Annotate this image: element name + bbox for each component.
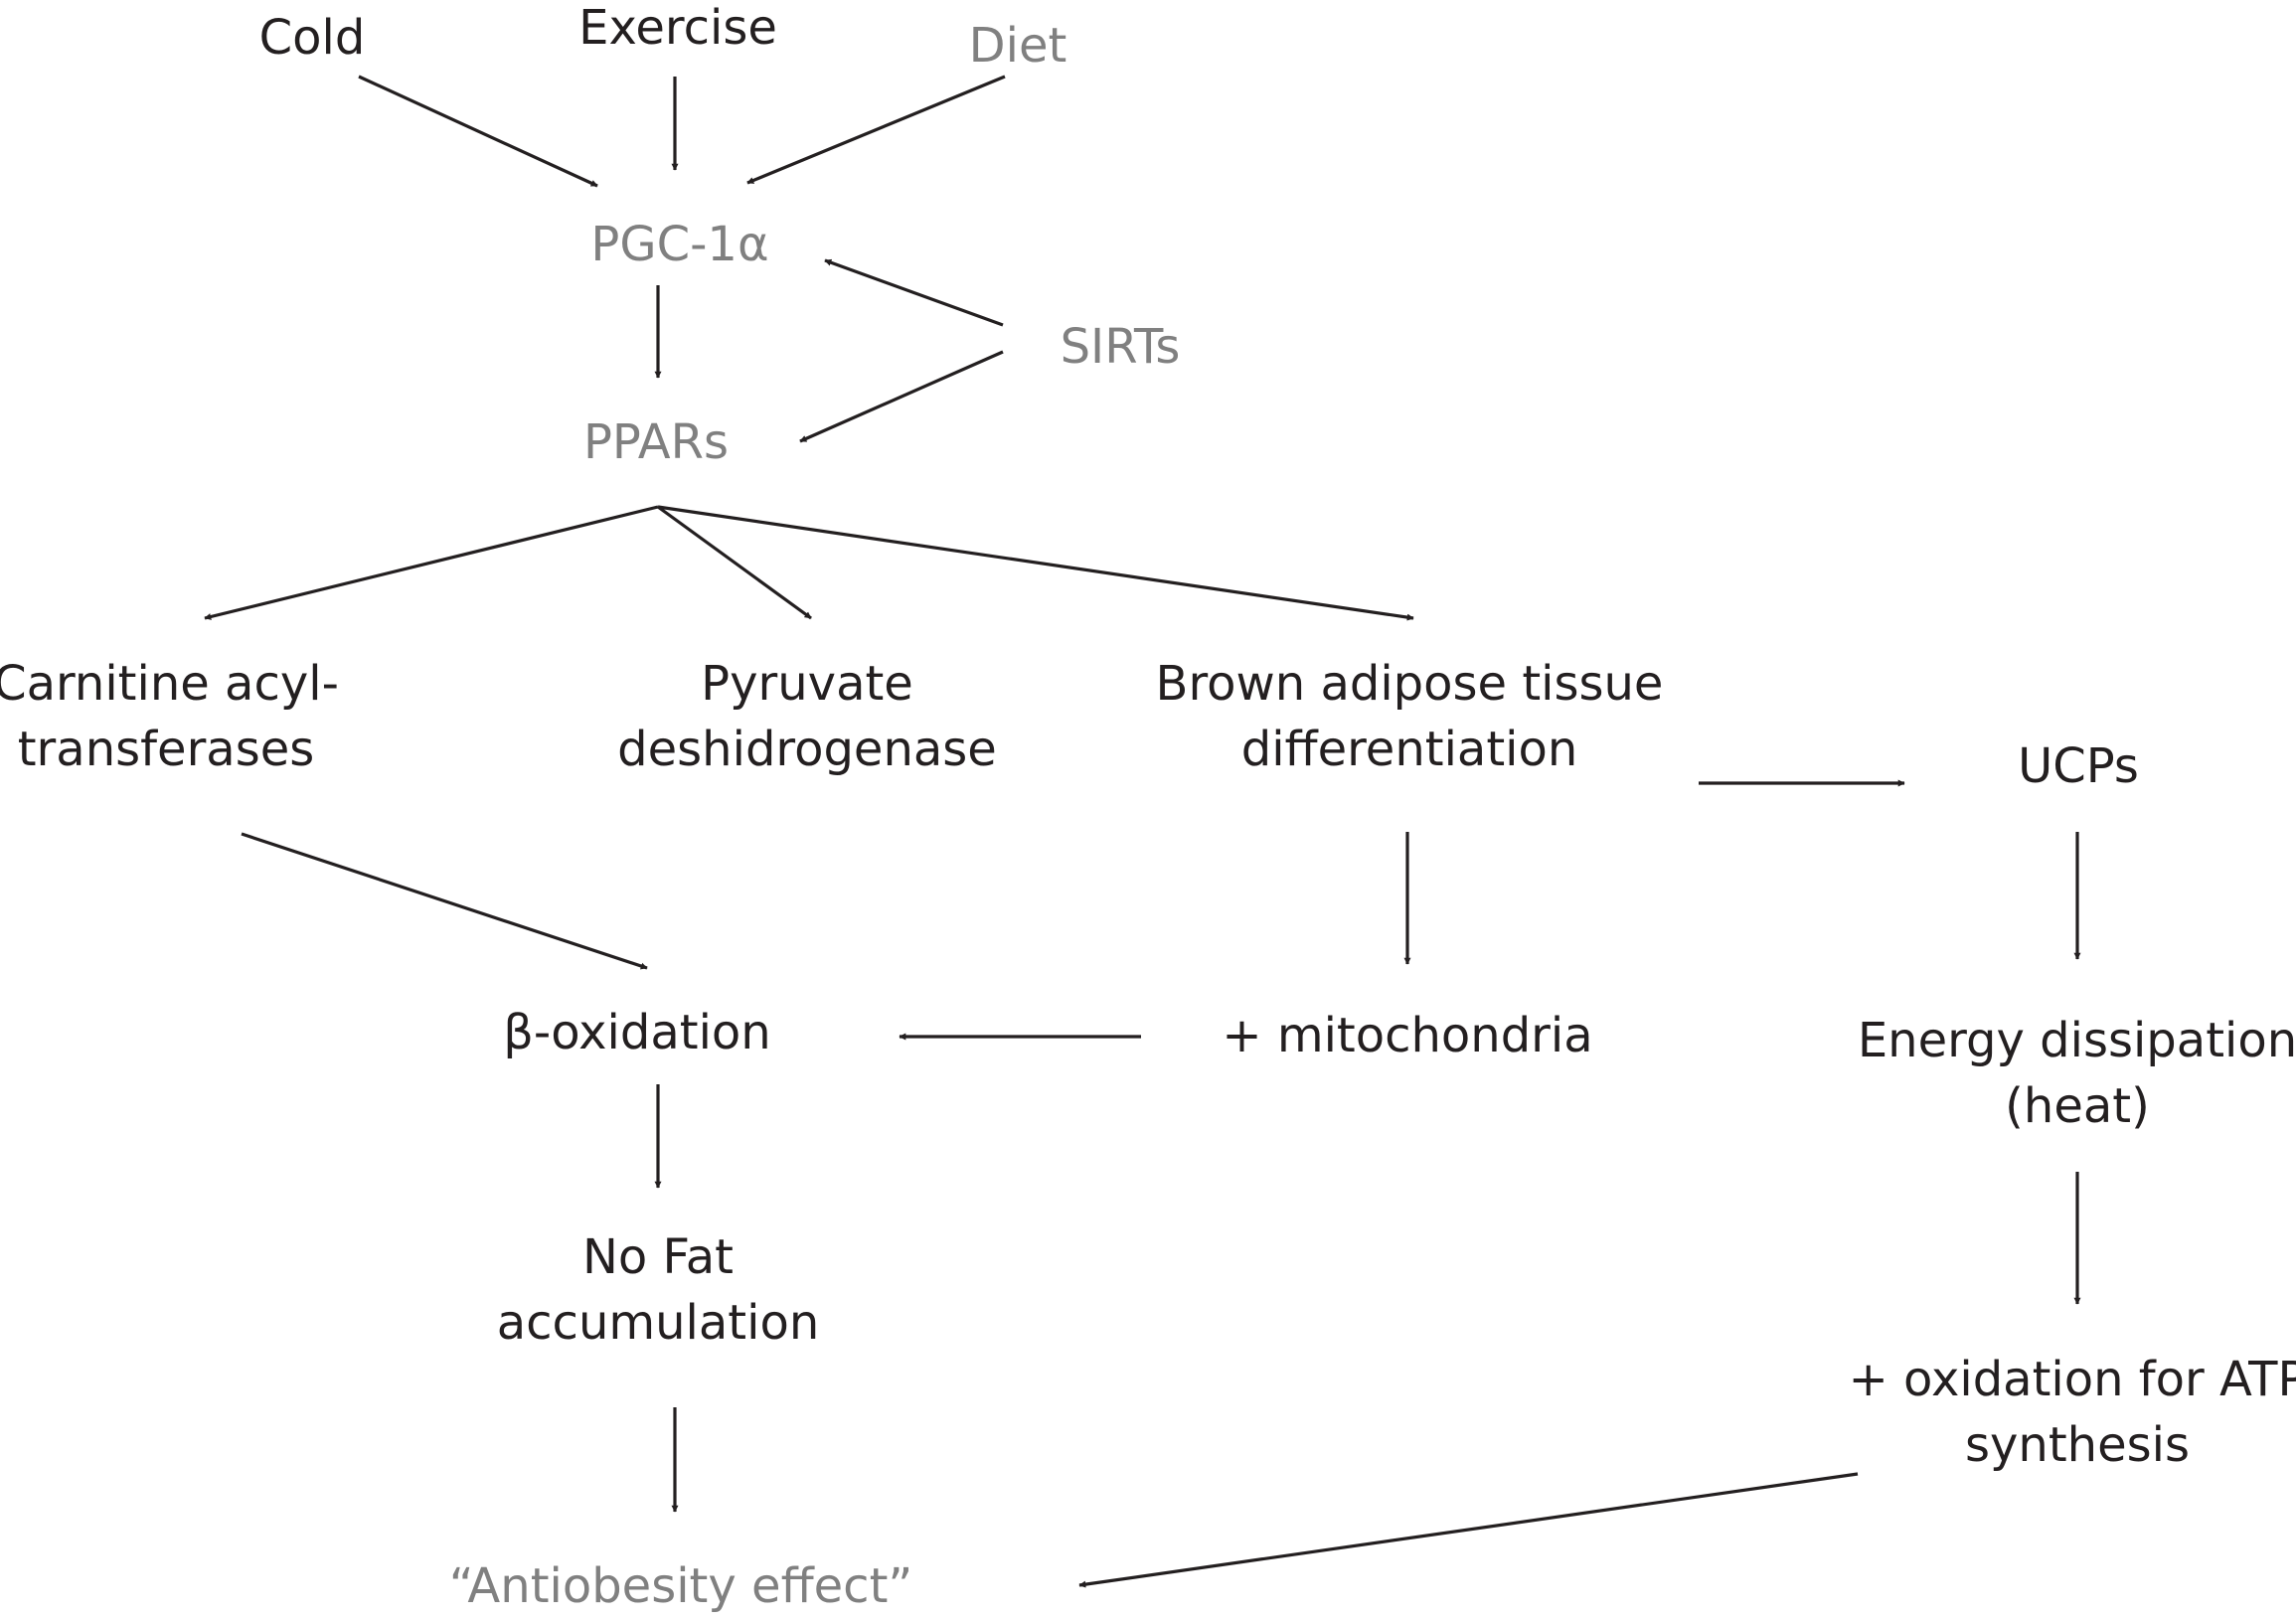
node-sirts-line-1: SIRTs: [1061, 319, 1181, 375]
node-exercise-line-1: Exercise: [578, 0, 777, 56]
node-beta-oxidation-line-1: β-oxidation: [503, 1005, 770, 1060]
node-no-fat-line-2: accumulation: [497, 1295, 820, 1351]
node-energy-dissipation: Energy dissipation (heat): [1858, 1013, 2296, 1134]
arrow-oxidation-atp-to-antiobesity: [1078, 1472, 1859, 1588]
arrow-diet-to-pgc1a: [746, 75, 1006, 185]
arrow-cold-to-pgc1a: [358, 75, 598, 188]
node-energy-dissipation-line-1: Energy dissipation: [1858, 1013, 2296, 1068]
node-cold-line-1: Cold: [259, 10, 366, 66]
node-ucps-line-1: UCPs: [2018, 738, 2139, 794]
arrow-ppars-to-pyruvate: [657, 505, 812, 620]
node-carnitine-line-1: Carnitine acyl-: [0, 656, 339, 712]
node-ucps: UCPs: [2018, 738, 2139, 794]
node-sirts: SIRTs: [1061, 319, 1181, 375]
node-beta-oxidation: β-oxidation: [503, 1005, 770, 1060]
node-ppars-line-1: PPARs: [583, 414, 729, 470]
node-oxidation-atp: + oxidation for ATP synthesis: [1849, 1352, 2296, 1473]
node-mitochondria: + mitochondria: [1222, 1008, 1592, 1063]
node-cold: Cold: [259, 10, 366, 66]
node-diet-line-1: Diet: [969, 18, 1067, 74]
node-no-fat-line-1: No Fat: [582, 1229, 734, 1285]
node-exercise: Exercise: [578, 0, 777, 56]
node-brown-adipose-line-2: differentiation: [1241, 722, 1578, 777]
node-pyruvate: Pyruvate deshidrogenase: [617, 656, 997, 777]
node-carnitine: Carnitine acyl-transferases: [0, 656, 339, 777]
node-no-fat: No Fat accumulation: [497, 1229, 820, 1351]
node-brown-adipose-line-1: Brown adipose tissue: [1156, 656, 1664, 712]
arrow-sirts-to-ppars: [799, 350, 1004, 443]
node-pyruvate-line-1: Pyruvate: [701, 656, 913, 712]
node-oxidation-atp-line-2: synthesis: [1965, 1417, 2190, 1473]
node-energy-dissipation-line-2: (heat): [2005, 1078, 2150, 1134]
node-pgc1a: PGC-1α: [590, 217, 768, 272]
arrow-ppars-to-brown-adipose: [657, 505, 1414, 621]
arrow-carnitine-to-beta-oxidation: [241, 832, 648, 970]
node-oxidation-atp-line-1: + oxidation for ATP: [1849, 1352, 2296, 1407]
arrow-ppars-to-carnitine: [204, 505, 659, 620]
node-antiobesity-line-1: “Antiobesity effect”: [449, 1558, 913, 1614]
node-carnitine-line-2: transferases: [18, 722, 315, 777]
arrow-sirts-to-pgc1a: [824, 258, 1004, 327]
node-diet: Diet: [969, 18, 1067, 74]
node-mitochondria-line-1: + mitochondria: [1222, 1008, 1592, 1063]
node-pgc1a-line-1: PGC-1α: [590, 217, 768, 272]
node-pyruvate-line-2: deshidrogenase: [617, 722, 997, 777]
node-ppars: PPARs: [583, 414, 729, 470]
edges-layer: [204, 75, 2081, 1588]
node-brown-adipose: Brown adipose tissue differentiation: [1156, 656, 1664, 777]
node-antiobesity: “Antiobesity effect”: [449, 1558, 913, 1614]
